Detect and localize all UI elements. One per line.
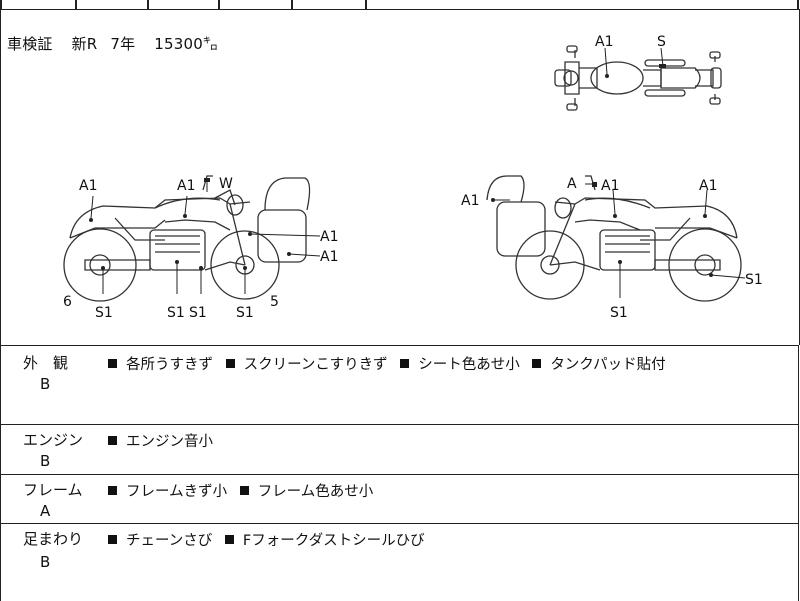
note-text: タンクパッド貼付 [550, 357, 666, 373]
note-text: エンジン音小 [126, 434, 213, 450]
registration-info: 車検証 新R 7年 15300㌔ [7, 33, 232, 54]
strip-divider [218, 0, 220, 9]
note-text: チェーンさび [126, 533, 213, 549]
note-text: フレーム色あせ小 [257, 484, 374, 500]
section-notes: エンジン音小 [108, 430, 221, 451]
section-notes: 各所うすきず スクリーンこすりきず シート色あせ小 タンクパッド貼付 [108, 353, 674, 374]
diagram-label: W [219, 176, 233, 192]
diagram-label: A1 [320, 229, 338, 245]
diagram-label: S1 [236, 305, 254, 321]
section-notes: チェーンさび Fフォークダストシールひび [108, 529, 433, 550]
note-text: シート色あせ小 [418, 357, 520, 373]
diagram-label: S1 [610, 305, 628, 321]
diagram-label: A1 [699, 178, 717, 194]
diagram-label: A1 [601, 178, 619, 194]
note-item: スクリーンこすりきず [225, 357, 388, 373]
strip-divider [365, 0, 367, 9]
note-item: タンクパッド貼付 [532, 357, 666, 373]
registration-label: 車検証 [7, 35, 53, 53]
section-grade: B [40, 452, 51, 470]
motorcycle-top-view-icon: A1 S [554, 34, 722, 111]
diagram-label: A [567, 176, 577, 192]
diagram-label: S1 [167, 305, 185, 321]
section-grade: B [40, 375, 51, 393]
model-year: 7年 [110, 35, 136, 53]
note-text: フレームきず小 [126, 484, 228, 500]
section-engine: エンジン B エンジン音小 [0, 424, 799, 475]
section-exterior: 外 観 B 各所うすきず スクリーンこすりきず シート色あせ小 タンクパッド貼付 [0, 345, 799, 425]
motorcycle-right-view-icon: A1 A A1 A1 S1 S1 [461, 175, 763, 321]
black-square-icon [108, 535, 117, 544]
diagram-label: A1 [177, 178, 195, 194]
section-frame: フレーム A フレームきず小 フレーム色あせ小 [0, 474, 799, 524]
black-square-icon [225, 359, 235, 368]
strip-divider [0, 0, 2, 9]
note-item: シート色あせ小 [400, 357, 520, 373]
note-item: 各所うすきず [108, 357, 213, 373]
diagram-label: A1 [595, 34, 613, 50]
black-square-icon [108, 359, 117, 368]
strip-divider [147, 0, 149, 9]
diagram-label: A1 [461, 193, 479, 209]
top-header-strip [0, 0, 800, 10]
note-item: フレームきず小 [108, 484, 227, 500]
condition-diagram-area: 車検証 新R 7年 15300㌔ [0, 9, 800, 345]
section-suspension: 足まわり B チェーンさび Fフォークダストシールひび [0, 523, 799, 601]
strip-divider [797, 0, 799, 9]
diagram-label: S [657, 34, 666, 50]
note-text: スクリーンこすりきず [243, 357, 388, 373]
diagram-label: 5 [270, 294, 279, 310]
section-notes: フレームきず小 フレーム色あせ小 [108, 480, 381, 501]
model-code: 新R [71, 35, 98, 53]
black-square-icon [400, 359, 410, 368]
diagram-label: A1 [320, 249, 338, 265]
black-square-icon [239, 486, 249, 495]
section-label: エンジン [23, 431, 84, 449]
note-text: Fフォークダストシールひび [242, 533, 425, 549]
section-label: 外 観 [23, 354, 69, 372]
motorcycle-left-view-icon: A1 A1 W A1 A1 6 S1 S1 S1 S1 5 [63, 175, 338, 321]
note-item: Fフォークダストシールひび [224, 533, 425, 549]
diagram-label: S1 [745, 272, 763, 288]
note-item: エンジン音小 [108, 434, 213, 450]
diagram-label: S1 [189, 305, 207, 321]
section-grade: B [40, 553, 51, 571]
section-label: フレーム [23, 481, 83, 499]
black-square-icon [532, 359, 542, 368]
section-grade: A [40, 502, 51, 520]
note-text: 各所うすきず [126, 357, 213, 373]
section-label: 足まわり [23, 530, 84, 548]
black-square-icon [108, 436, 117, 445]
black-square-icon [108, 486, 117, 495]
diagram-label: 6 [63, 294, 72, 310]
diagram-label: S1 [95, 305, 113, 321]
diagram-label: A1 [79, 178, 97, 194]
note-item: チェーンさび [108, 533, 212, 549]
note-item: フレーム色あせ小 [239, 484, 374, 500]
strip-divider [75, 0, 77, 9]
mileage: 15300㌔ [154, 35, 219, 53]
black-square-icon [224, 535, 234, 544]
strip-divider [291, 0, 293, 9]
